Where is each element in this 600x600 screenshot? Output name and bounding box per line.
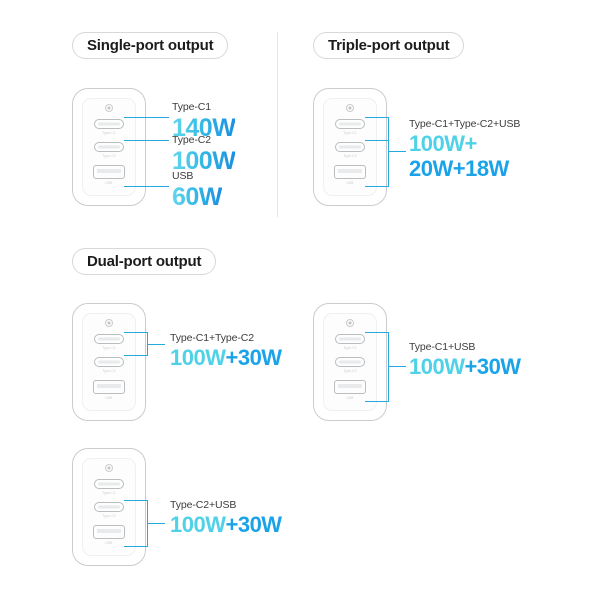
- port-label-type-c1: Type-C1: [102, 131, 116, 135]
- section-heading-triple-port: Triple-port output: [313, 32, 465, 59]
- callout-single-usb: USB 60W: [172, 169, 222, 211]
- connector-line-usb: [124, 186, 169, 188]
- charger-unit-triple: Type-C1 Type-C2 USB: [313, 88, 387, 206]
- charger-face: Type-C1 Type-C2 USB: [323, 313, 377, 411]
- section-divider: [277, 32, 278, 217]
- port-type-c2: [94, 502, 124, 512]
- callout-value-line2: 20W+18W: [409, 156, 509, 181]
- section-heading-dual-port: Dual-port output: [72, 248, 217, 275]
- port-usb-a: [93, 525, 125, 539]
- callout-dual-c2-usb: Type-C2+USB 100W+30W: [170, 498, 282, 537]
- port-type-c1: [94, 479, 124, 489]
- callout-value-light: 100W: [409, 354, 465, 379]
- callout-value-light: 100W: [170, 512, 226, 537]
- section-heading-single-port: Single-port output: [72, 32, 229, 59]
- connector-line-c1: [124, 117, 169, 119]
- charger-face: Type-C1 Type-C2 USB: [82, 98, 136, 196]
- callout-caption: Type-C1+Type-C2: [170, 332, 254, 344]
- port-label-type-c1: Type-C1: [343, 131, 357, 135]
- led-indicator-icon: [105, 319, 113, 327]
- bracket-stem: [388, 151, 406, 153]
- bracket-stub-c2: [124, 500, 147, 502]
- callout-caption: Type-C1+USB: [409, 341, 476, 353]
- port-usb-a: [93, 165, 125, 179]
- port-usb-a: [334, 380, 366, 394]
- port-label-usb: USB: [346, 396, 354, 400]
- port-type-c1: [335, 334, 365, 344]
- port-label-usb: USB: [346, 181, 354, 185]
- port-label-usb: USB: [105, 396, 113, 400]
- callout-dual-c1-c2: Type-C1+Type-C2 100W+30W: [170, 331, 282, 370]
- port-usb-a: [334, 165, 366, 179]
- charger-face: Type-C1 Type-C2 USB: [82, 313, 136, 411]
- port-type-c2: [94, 142, 124, 152]
- bracket-stem: [147, 344, 165, 346]
- callout-dual-c1-usb: Type-C1+USB 100W+30W: [409, 340, 521, 379]
- led-indicator-icon: [346, 104, 354, 112]
- callout-value-dark: +30W: [464, 354, 521, 379]
- port-label-usb: USB: [105, 181, 113, 185]
- charger-face: Type-C1 Type-C2 USB: [82, 458, 136, 556]
- bracket-stub-usb: [124, 546, 147, 548]
- callout-caption: Type-C1+Type-C2+USB: [409, 118, 521, 130]
- callout-value-light: 100W: [170, 345, 226, 370]
- port-label-type-c2: Type-C2: [102, 514, 116, 518]
- charger-face: Type-C1 Type-C2 USB: [323, 98, 377, 196]
- callout-caption: USB: [172, 170, 194, 182]
- callout-value: 60W: [172, 183, 222, 211]
- charger-unit-dual-c1-c2: Type-C1 Type-C2 USB: [72, 303, 146, 421]
- callout-caption: Type-C2+USB: [170, 499, 237, 511]
- port-type-c2: [335, 357, 365, 367]
- led-indicator-icon: [346, 319, 354, 327]
- port-usb-a: [93, 380, 125, 394]
- callout-single-c2: Type-C2 100W: [172, 133, 236, 175]
- port-label-type-c1: Type-C1: [102, 346, 116, 350]
- port-type-c1: [94, 119, 124, 129]
- callout-value: 100W: [172, 147, 236, 175]
- callout-caption: Type-C2: [172, 134, 211, 146]
- charger-unit-dual-c2-usb: Type-C1 Type-C2 USB: [72, 448, 146, 566]
- port-label-type-c1: Type-C1: [102, 491, 116, 495]
- port-label-type-c2: Type-C2: [102, 369, 116, 373]
- bracket-stub-c1: [365, 332, 388, 334]
- bracket-stub-usb: [365, 186, 388, 188]
- callout-value: 140W: [172, 114, 236, 142]
- port-label-type-c2: Type-C2: [102, 154, 116, 158]
- port-type-c2: [94, 357, 124, 367]
- port-type-c2: [335, 142, 365, 152]
- bracket-stub-c2: [124, 355, 147, 357]
- port-label-type-c1: Type-C1: [343, 346, 357, 350]
- callout-value: 100W+30W: [170, 345, 282, 370]
- bracket-stub-c2: [365, 140, 388, 142]
- port-label-type-c2: Type-C2: [343, 154, 357, 158]
- charger-unit-single: Type-C1 Type-C2 USB: [72, 88, 146, 206]
- callout-value-dark: +30W: [225, 512, 282, 537]
- connector-line-c2: [124, 140, 169, 142]
- bracket-stub-c1: [365, 117, 388, 119]
- charger-unit-dual-c1-usb: Type-C1 Type-C2 USB: [313, 303, 387, 421]
- led-indicator-icon: [105, 464, 113, 472]
- callout-value: 100W+30W: [409, 354, 521, 379]
- port-type-c1: [94, 334, 124, 344]
- callout-value-line1: 100W+: [409, 131, 477, 156]
- port-type-c1: [335, 119, 365, 129]
- bracket-stub-usb: [365, 401, 388, 403]
- port-label-usb: USB: [105, 541, 113, 545]
- callout-triple: Type-C1+Type-C2+USB 100W+ 20W+18W: [409, 117, 520, 181]
- callout-single-c1: Type-C1 140W: [172, 100, 236, 142]
- callout-caption: Type-C1: [172, 101, 211, 113]
- callout-value: 100W+30W: [170, 512, 282, 537]
- led-indicator-icon: [105, 104, 113, 112]
- port-label-type-c2: Type-C2: [343, 369, 357, 373]
- callout-value-dark: +30W: [225, 345, 282, 370]
- bracket-stem: [147, 523, 165, 525]
- bracket-stub-c1: [124, 332, 147, 334]
- bracket-stem: [388, 366, 406, 368]
